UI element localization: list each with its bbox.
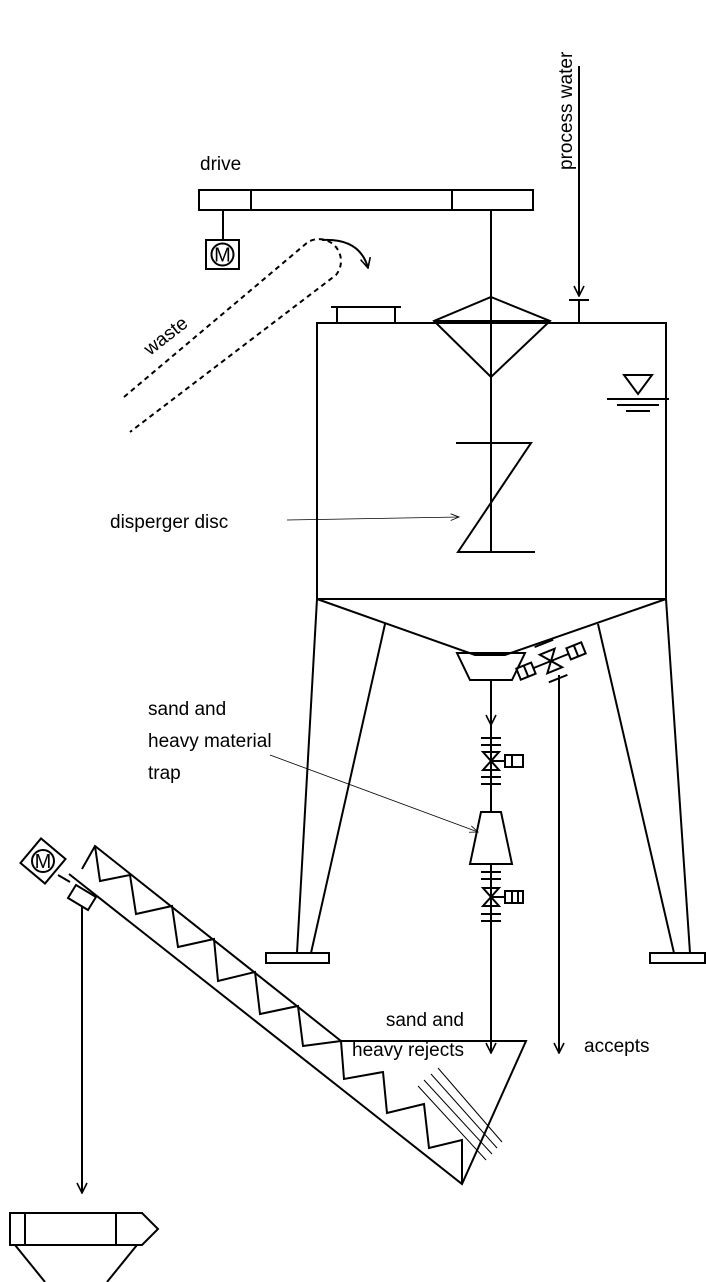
disperger-disc — [456, 442, 535, 553]
process-water-label: process water — [556, 51, 577, 170]
trap-label-line1: sand and — [148, 699, 226, 720]
waste-label: waste — [139, 313, 192, 361]
rejects-label-line2: heavy rejects — [352, 1040, 464, 1061]
drive-motor: M — [205, 210, 240, 270]
reject-bin — [9, 1212, 160, 1282]
rejects-line — [468, 680, 524, 1053]
drive-motor-symbol: M — [214, 245, 231, 267]
accepts-line — [514, 638, 588, 1053]
disperger-disc-label: disperger disc — [110, 512, 228, 533]
trap-label-line2: heavy material — [148, 731, 272, 752]
rotor-shaft — [432, 210, 552, 552]
water-level-icon — [607, 374, 669, 412]
conveyor-discharge — [66, 883, 98, 1193]
waste-chute — [123, 238, 368, 433]
drive-beam — [198, 189, 534, 211]
screw-conveyor — [68, 844, 528, 1186]
rejects-label-line1: sand and — [386, 1010, 464, 1031]
process-water-inlet — [569, 66, 589, 323]
tank-legs — [265, 598, 706, 964]
tank-cone — [316, 598, 667, 681]
accepts-label: accepts — [584, 1036, 649, 1057]
drive-label: drive — [200, 154, 241, 175]
conveyor-motor: M — [19, 837, 71, 885]
conveyor-motor-symbol: M — [35, 851, 52, 873]
trap-label-line3: trap — [148, 763, 181, 784]
